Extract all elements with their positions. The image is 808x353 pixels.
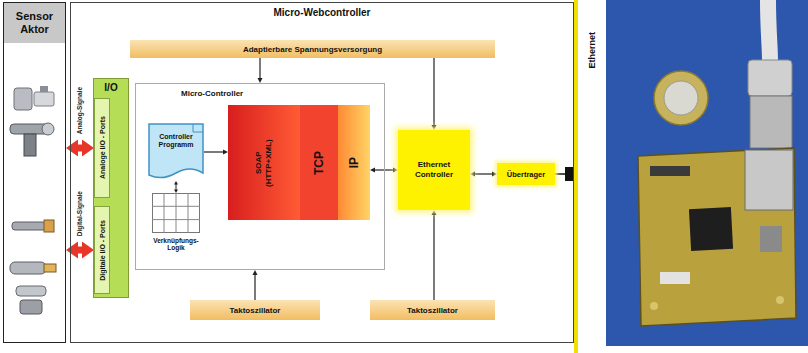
connector bbox=[555, 174, 574, 175]
arrow-head bbox=[174, 181, 178, 185]
analog-port-text: Analoge I/O - Ports bbox=[99, 116, 106, 179]
logic-grid-text: Verknüpfungs-Logik bbox=[150, 237, 202, 252]
clock-oscillator: Taktoszillator bbox=[370, 300, 495, 320]
ethernet-controller: Ethernet Controller bbox=[398, 130, 470, 210]
arrow-head bbox=[370, 168, 375, 173]
ethernet-line-text: Ethernet bbox=[587, 32, 597, 69]
arrow-head bbox=[174, 190, 178, 194]
connector-line bbox=[474, 173, 493, 174]
arrow-head bbox=[66, 242, 78, 259]
arrow-head bbox=[432, 210, 437, 215]
transformer-box-text: Übertrager bbox=[507, 170, 545, 179]
connector-line bbox=[433, 58, 434, 126]
program-document-text: Controller Programm bbox=[148, 123, 204, 150]
connector bbox=[470, 172, 497, 177]
ip-layer-text: IP bbox=[347, 157, 361, 168]
soap-layer: SOAP (HTTP+XML) bbox=[228, 105, 300, 220]
connector-line bbox=[176, 184, 177, 190]
tcp-layer-text: TCP bbox=[312, 151, 326, 175]
connector-line bbox=[259, 58, 260, 79]
ethernet-line: Ethernet bbox=[574, 0, 606, 353]
connector-line bbox=[204, 151, 224, 152]
signal-label: Analog-Signale bbox=[76, 86, 83, 135]
connector bbox=[258, 58, 263, 83]
io-block: I/O Analoge I/O - PortsDigitale I/O - Por… bbox=[93, 78, 129, 298]
logic-grid: Verknüpfungs-Logik bbox=[150, 193, 202, 259]
connector-line bbox=[433, 214, 434, 300]
webcontroller-box-text: Micro-Webcontroller bbox=[71, 7, 573, 18]
webcontroller-box: Micro-WebcontrollerAdaptierbare Spannung… bbox=[70, 2, 574, 343]
power-supply-bar-text: Adaptierbare Spannungsversorgung bbox=[243, 45, 382, 54]
digital-port-text: Digitale I/O - Ports bbox=[99, 220, 106, 281]
arrow-head bbox=[470, 172, 475, 177]
connector-line bbox=[254, 274, 255, 300]
soap-layer-text: SOAP (HTTP+XML) bbox=[254, 132, 275, 194]
transformer-box: Übertrager bbox=[497, 163, 555, 185]
module-photo bbox=[606, 0, 808, 346]
arrow-head bbox=[66, 140, 78, 157]
connector bbox=[174, 181, 178, 193]
sensor-actor-panel: Sensor Aktor bbox=[3, 2, 66, 343]
microcontroller-box: Micro-ControllerController ProgrammVerkn… bbox=[135, 83, 385, 270]
sensor-pictures bbox=[10, 86, 56, 314]
microcontroller-box-text: Micro-Controller bbox=[136, 84, 384, 98]
power-supply-bar: Adaptierbare Spannungsversorgung bbox=[130, 40, 495, 58]
tcp-layer: TCP bbox=[300, 105, 338, 220]
signal-label: Digital-Signale bbox=[76, 190, 83, 237]
arrow-head bbox=[253, 270, 258, 275]
connector bbox=[432, 58, 437, 130]
clock-oscillator: Taktoszillator bbox=[190, 300, 320, 320]
analog-port: Analoge I/O - Ports bbox=[94, 98, 110, 198]
connector bbox=[204, 150, 228, 155]
clock-oscillator-text: Taktoszillator bbox=[407, 306, 458, 315]
connector-line bbox=[374, 169, 394, 170]
io-block-text: I/O bbox=[94, 79, 128, 93]
clock-oscillator-text: Taktoszillator bbox=[230, 306, 281, 315]
program-document: Controller Programm bbox=[148, 123, 204, 181]
connector bbox=[370, 168, 398, 173]
ethernet-controller-text: Ethernet Controller bbox=[398, 160, 470, 180]
connector bbox=[432, 210, 437, 300]
ip-layer: IP bbox=[338, 105, 370, 220]
connector bbox=[253, 270, 258, 300]
connector-line bbox=[555, 173, 574, 175]
sensor-actor-panel-text: Sensor Aktor bbox=[4, 3, 65, 43]
digital-port: Digitale I/O - Ports bbox=[94, 206, 110, 294]
